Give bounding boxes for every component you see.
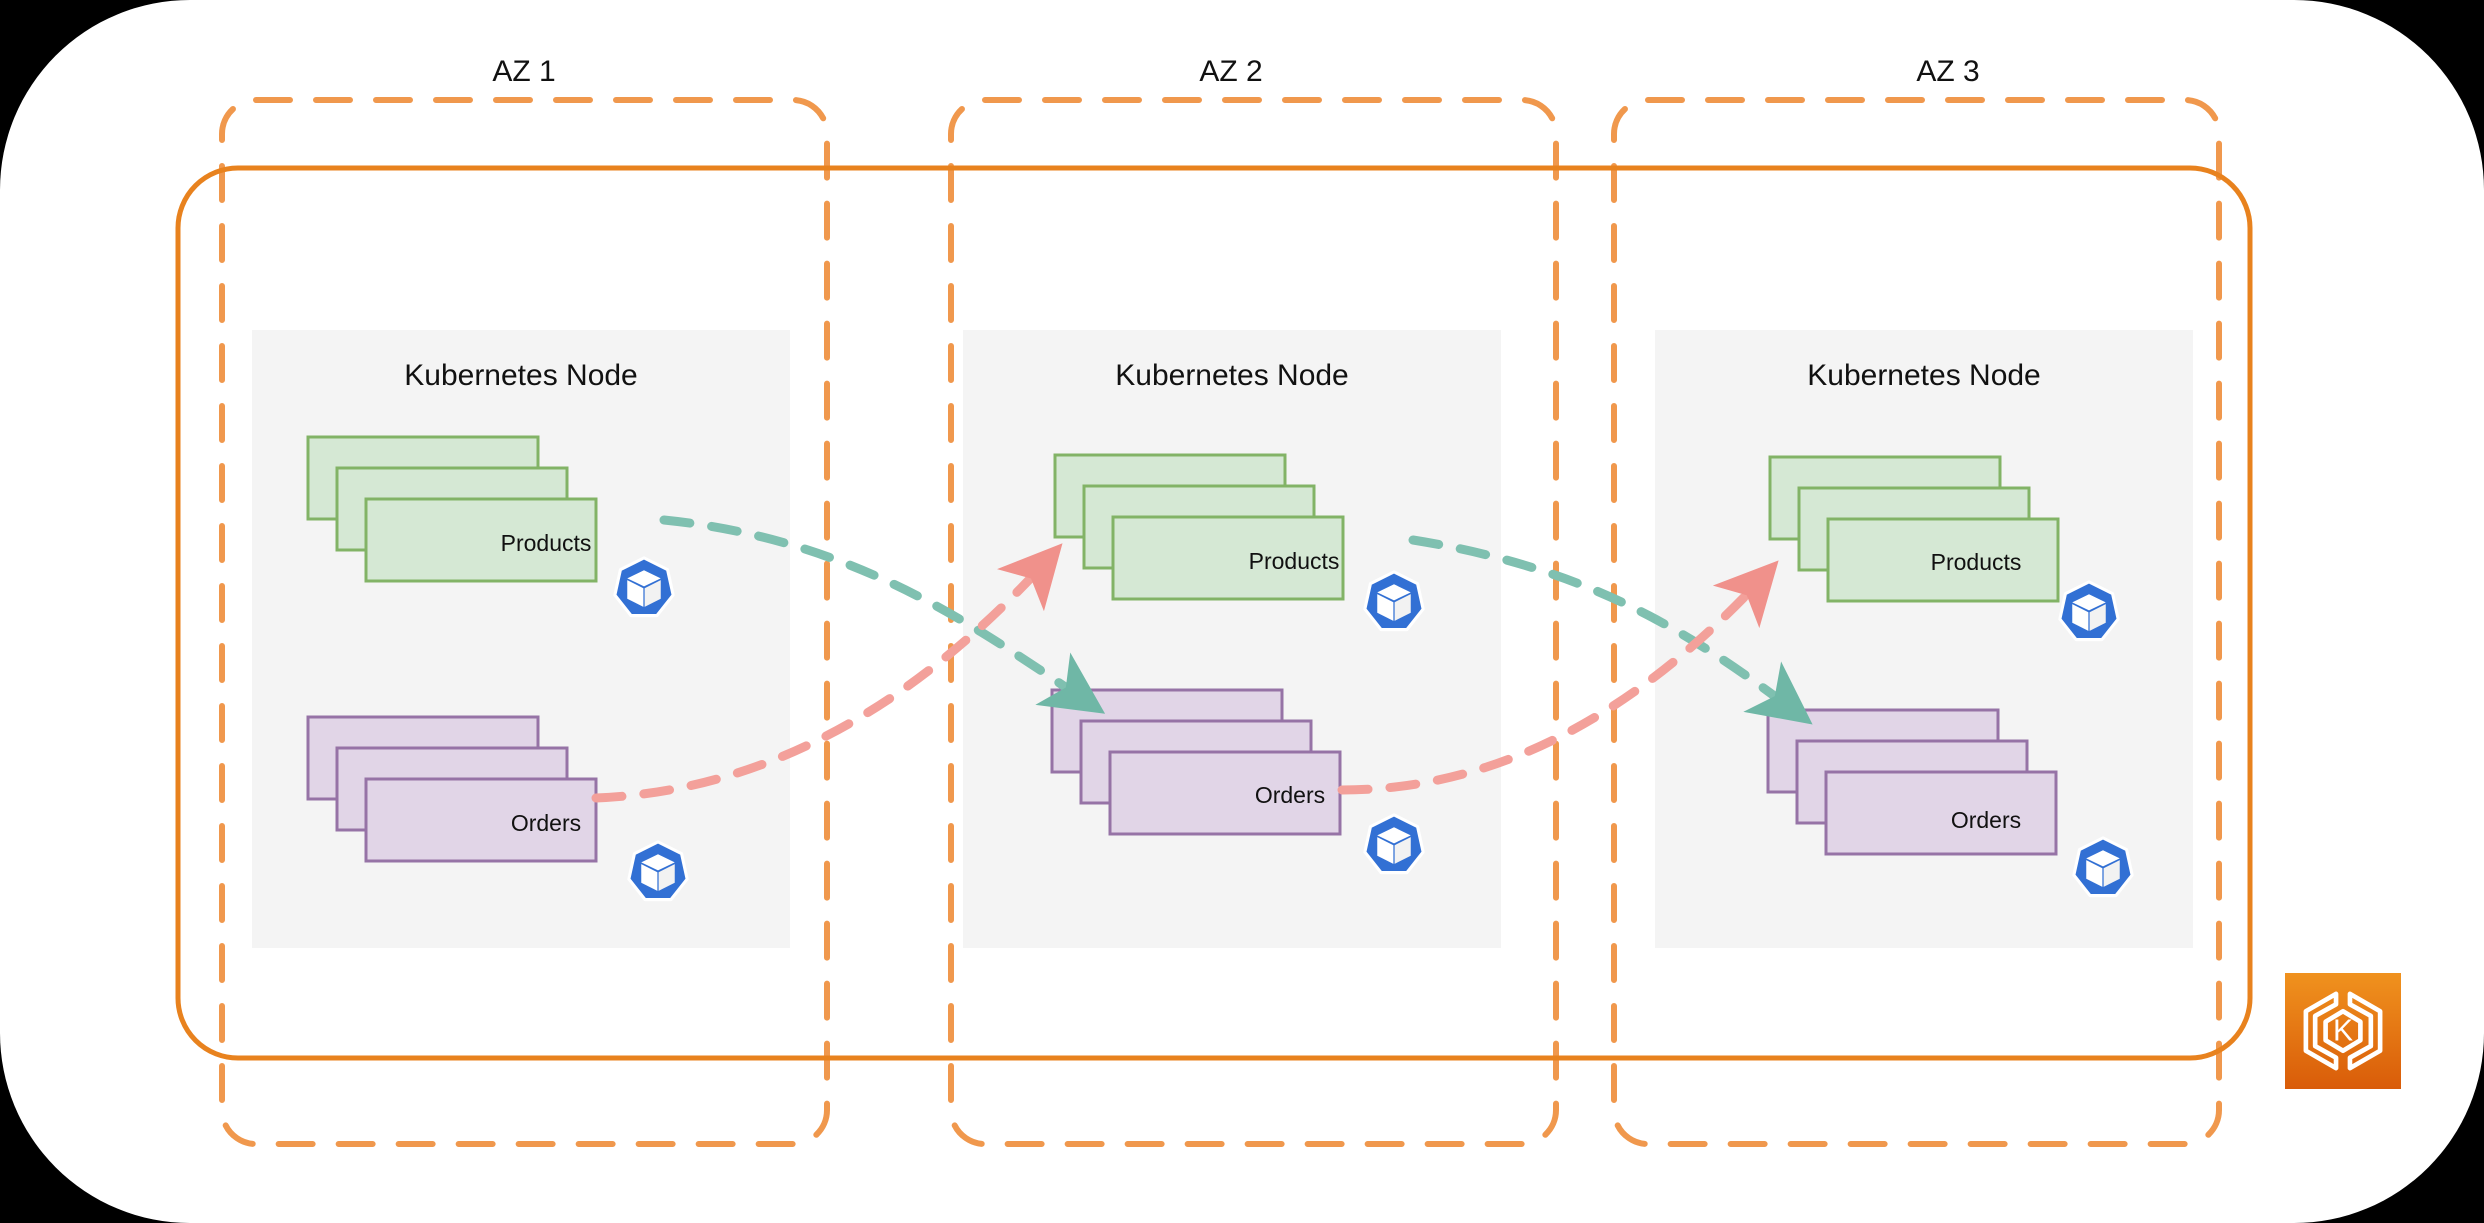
kubernetes-icon — [613, 556, 675, 618]
az-label: AZ 1 — [492, 55, 555, 88]
kubernetes-icon — [1363, 813, 1425, 875]
pod-group-products-az3[interactable]: Products — [1768, 455, 2120, 642]
pod-replica — [1108, 750, 1342, 836]
kubernetes-icon — [1363, 570, 1425, 632]
pod-group-products-az1[interactable]: Products — [306, 435, 675, 618]
pod-group-products-az2[interactable]: Products — [1053, 453, 1425, 632]
node-az3[interactable]: Kubernetes Node Products Orders — [1655, 330, 2193, 948]
eks-cluster-boundary[interactable] — [175, 165, 2253, 1061]
pod-replica — [1111, 515, 1345, 601]
connection-products-az2-to-orders-az3[interactable] — [1408, 535, 1813, 725]
pod-group-orders-az2[interactable]: Orders — [1050, 688, 1425, 875]
pod-label: Orders — [1951, 807, 2021, 833]
az-boundary — [948, 97, 1559, 1147]
az-boundary — [1611, 97, 2222, 1147]
node-title: Kubernetes Node — [404, 359, 638, 392]
pod-replica — [1826, 517, 2060, 603]
node-az1[interactable]: Kubernetes Node Products Orders — [252, 330, 790, 948]
connection-products-az1-to-orders-az2[interactable] — [659, 515, 1106, 714]
aws-eks-icon[interactable] — [2285, 973, 2401, 1089]
pod-label: Products — [501, 530, 592, 556]
az-container-az-3[interactable]: AZ 3 — [1611, 55, 2222, 1147]
kubernetes-icon — [2072, 836, 2134, 898]
az-label: AZ 2 — [1199, 55, 1262, 88]
node-az2[interactable]: Kubernetes Node Products Orders — [963, 330, 1501, 948]
pod-replica — [364, 497, 598, 583]
connection-orders-az2-to-products-az3[interactable] — [1337, 560, 1779, 795]
node-title: Kubernetes Node — [1115, 359, 1349, 392]
az-container-az-1[interactable]: AZ 1 — [219, 55, 830, 1147]
kubernetes-icon — [627, 840, 689, 902]
kubernetes-icon — [2058, 580, 2120, 642]
az-boundary — [219, 97, 830, 1147]
az-container-az-2[interactable]: AZ 2 — [948, 55, 1559, 1147]
pod-replica — [364, 777, 598, 863]
pod-label: Orders — [511, 810, 581, 836]
pod-group-orders-az1[interactable]: Orders — [306, 715, 689, 902]
node-title: Kubernetes Node — [1807, 359, 2041, 392]
pod-label: Products — [1931, 549, 2022, 575]
pod-label: Products — [1249, 548, 1340, 574]
az-label: AZ 3 — [1916, 55, 1979, 88]
connection-orders-az1-to-products-az2[interactable] — [591, 543, 1063, 803]
pod-label: Orders — [1255, 782, 1325, 808]
pod-replica — [1824, 770, 2058, 856]
